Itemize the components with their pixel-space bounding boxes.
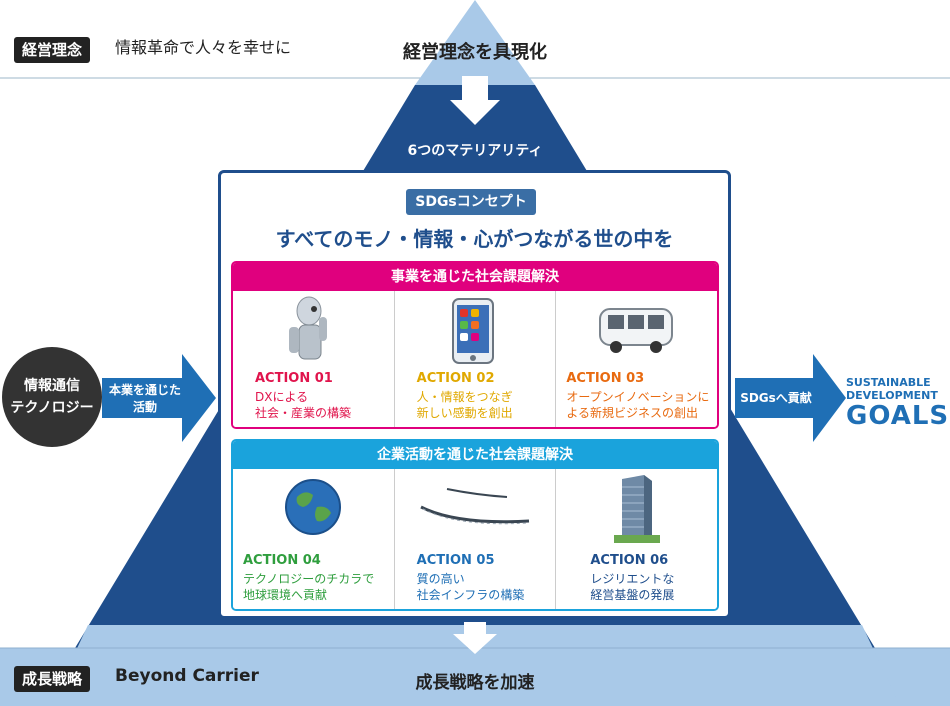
- embody-text: 経営理念を具現化: [403, 42, 547, 63]
- down-arrow-top: [450, 76, 500, 125]
- ict-circle: 情報通信 テクノロジー: [2, 347, 102, 447]
- earth-icon: [285, 479, 341, 535]
- sdgs-concept-badge: SDGsコンセプト: [406, 189, 536, 215]
- action-02-desc: 人・情報をつなぎ 新しい感動を創出: [416, 390, 513, 420]
- pyramid-tip: [415, 0, 535, 85]
- sdgs-contribution-arrow-text: SDGsへ貢献: [740, 391, 812, 405]
- action-05-label: ACTION 05: [416, 553, 495, 568]
- materiality-text: 6つのマテリアリティ: [407, 143, 543, 159]
- action-03-label: ACTION 03: [566, 371, 645, 386]
- action-01-desc: DXによる 社会・産業の構築: [255, 390, 352, 420]
- left-arrow: [102, 354, 216, 442]
- right-arrow: [735, 354, 846, 442]
- robot-icon: [289, 296, 327, 360]
- core-business-arrow-text: 本業を通じた 活動: [108, 383, 181, 414]
- down-arrow-bottom: [453, 622, 497, 654]
- goals-line2: DEVELOPMENT: [846, 389, 938, 402]
- philosophy-tag: 経営理念: [14, 37, 91, 63]
- building-icon: [614, 475, 661, 543]
- smartphone-icon: [451, 298, 494, 364]
- action-05-desc: 質の高い 社会インフラの構築: [416, 572, 525, 602]
- action-04-cell: ACTION 04 テクノロジーのチカラで 地球環境へ貢献: [233, 469, 395, 609]
- accelerate-text: 成長戦略を加速: [415, 673, 535, 693]
- action-02-cell: ACTION 02 人・情報をつなぎ 新しい感動を創出: [395, 291, 557, 427]
- sdgs-logo: SUSTAINABLE DEVELOPMENT GOALS: [846, 376, 950, 430]
- concept-title: すべてのモノ・情報・心がつながる世の中を: [275, 227, 674, 251]
- bus-icon: [599, 308, 674, 353]
- action-01-label: ACTION 01: [255, 371, 333, 386]
- action-03-cell: ACTION 03 オープンイノベーションに よる新規ビジネスの創出: [556, 291, 717, 427]
- business-section: 事業を通じた社会課題解決 ACTION 01 DXによる 社会・産業の構築: [231, 261, 719, 429]
- business-section-title: 事業を通じた社会課題解決: [233, 263, 717, 291]
- corporate-section: 企業活動を通じた社会課題解決 ACTION 04 テクノロジーのチカラで 地球環…: [231, 439, 719, 611]
- growth-text: Beyond Carrier: [115, 666, 259, 686]
- action-01-cell: ACTION 01 DXによる 社会・産業の構築: [233, 291, 395, 427]
- pyramid-base: [50, 625, 900, 706]
- action-04-label: ACTION 04: [243, 553, 321, 568]
- action-05-cell: ACTION 05 質の高い 社会インフラの構築: [395, 469, 557, 609]
- cable-icon: [420, 488, 529, 525]
- goals-line3: GOALS: [846, 401, 950, 431]
- action-04-desc: テクノロジーのチカラで 地球環境へ貢献: [243, 572, 375, 602]
- action-03-desc: オープンイノベーションに よる新規ビジネスの創出: [566, 390, 710, 420]
- action-06-label: ACTION 06: [590, 553, 669, 568]
- action-02-label: ACTION 02: [416, 371, 495, 386]
- concept-panel: SDGsコンセプト すべてのモノ・情報・心がつながる世の中を 事業を通じた社会課…: [218, 170, 731, 619]
- action-06-desc: レジリエントな 経営基盤の発展: [590, 572, 675, 602]
- philosophy-text: 情報革命で人々を幸せに: [115, 38, 292, 57]
- goals-line1: SUSTAINABLE: [846, 376, 931, 389]
- corporate-section-title: 企業活動を通じた社会課題解決: [233, 441, 717, 469]
- action-06-cell: ACTION 06 レジリエントな 経営基盤の発展: [556, 469, 717, 609]
- growth-tag: 成長戦略: [14, 666, 91, 692]
